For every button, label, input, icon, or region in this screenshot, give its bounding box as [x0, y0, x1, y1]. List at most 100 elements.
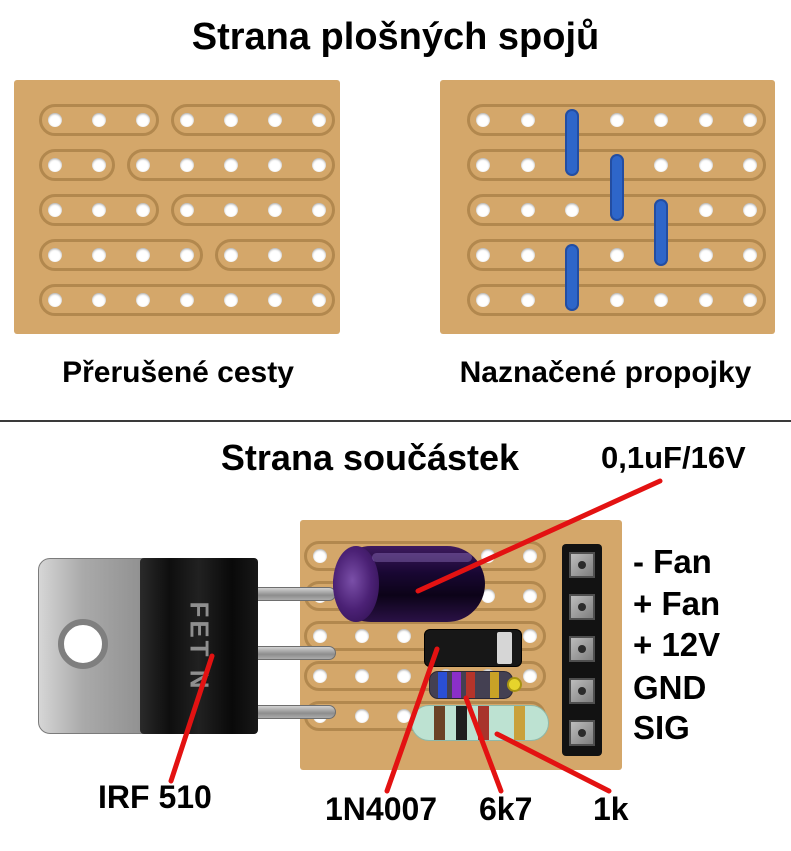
jumper-wire [654, 199, 668, 266]
hole [92, 158, 106, 172]
track-segment [39, 284, 335, 316]
hole [397, 709, 411, 723]
solder-board-cut-tracks [14, 80, 340, 334]
hole [268, 248, 282, 262]
hole [136, 293, 150, 307]
hole [698, 248, 713, 262]
capacitor-end-cap [333, 546, 379, 622]
track-segment [467, 104, 766, 136]
hole [224, 293, 238, 307]
hole [268, 293, 282, 307]
diode-cathode-band [497, 632, 512, 664]
header-pad-2 [569, 594, 595, 620]
resistor-1k-label: 1k [593, 791, 629, 827]
track-segment [467, 239, 766, 271]
mosfet-leg-2 [250, 646, 336, 660]
hole [481, 549, 495, 563]
diode-label: 1N4007 [325, 791, 438, 827]
hole [92, 203, 106, 217]
hole [92, 248, 106, 262]
hole [397, 629, 411, 643]
header-pad-4 [569, 678, 595, 704]
hole [698, 158, 713, 172]
track-segment [467, 284, 766, 316]
hole [698, 293, 713, 307]
track-segment [171, 104, 335, 136]
hole [743, 203, 757, 217]
hole [224, 158, 238, 172]
caption-cut-tracks: Přerušené cesty [62, 356, 294, 389]
hole [312, 248, 326, 262]
hole [476, 293, 490, 307]
hole [355, 669, 369, 683]
hole [397, 669, 411, 683]
hole [355, 629, 369, 643]
hole [523, 629, 537, 643]
mosfet-mounting-hole [58, 619, 108, 669]
hole [355, 709, 369, 723]
solder-side-title: Strana plošných spojů [191, 16, 600, 58]
resistor-6k7-body [429, 671, 513, 699]
hole [520, 203, 535, 217]
track-segment [171, 194, 335, 226]
track-segment [39, 239, 203, 271]
hole [136, 203, 150, 217]
resistor-band-gold [490, 672, 499, 698]
hole [92, 113, 106, 127]
header-pad-3 [569, 636, 595, 662]
header-pad-5 [569, 720, 595, 746]
hole [92, 293, 106, 307]
component-side-title: Strana součástek [220, 437, 520, 478]
hole [268, 203, 282, 217]
hole [224, 248, 238, 262]
hole [520, 158, 535, 172]
track-segment [39, 104, 159, 136]
diode-body [424, 629, 522, 667]
hole [312, 158, 326, 172]
track-segment [215, 239, 335, 271]
resistor-band-violet [452, 672, 461, 698]
hole [476, 248, 490, 262]
capacitor-gloss [372, 553, 472, 562]
hole [743, 158, 757, 172]
hole [476, 203, 490, 217]
resistor-band-black [456, 706, 467, 740]
hole [180, 203, 194, 217]
jumper-wire [565, 109, 579, 176]
header-pad-1 [569, 552, 595, 578]
hole [476, 113, 490, 127]
resistor-band-red [478, 706, 489, 740]
hole [313, 549, 327, 563]
jumper-wire [565, 244, 579, 311]
hole [565, 203, 579, 217]
mosfet-leg-1 [250, 587, 336, 601]
hole [654, 113, 668, 127]
hole [136, 113, 150, 127]
capacitor-label: 0,1uF/16V [601, 440, 746, 475]
hole [313, 669, 327, 683]
section-divider [0, 420, 791, 422]
hole [523, 549, 537, 563]
hole [48, 293, 62, 307]
resistor-lead-bead [507, 677, 522, 692]
track-segment [127, 149, 335, 181]
pin-label-fan-minus: - Fan [633, 543, 712, 580]
hole [609, 248, 624, 262]
hole [312, 113, 326, 127]
mosfet-marking: FET N [184, 600, 215, 692]
hole [609, 113, 624, 127]
hole [520, 113, 535, 127]
hole [654, 158, 668, 172]
hole [180, 293, 194, 307]
hole [48, 113, 62, 127]
hole [224, 203, 238, 217]
solder-board-jumpers [440, 80, 775, 334]
hole [268, 158, 282, 172]
hole [180, 248, 194, 262]
hole [523, 589, 537, 603]
resistor-band-gold [514, 706, 525, 740]
hole [520, 248, 535, 262]
hole [180, 158, 194, 172]
pin-label-fan-plus: + Fan [633, 585, 721, 622]
caption-jumpers: Naznačené propojky [459, 356, 752, 389]
